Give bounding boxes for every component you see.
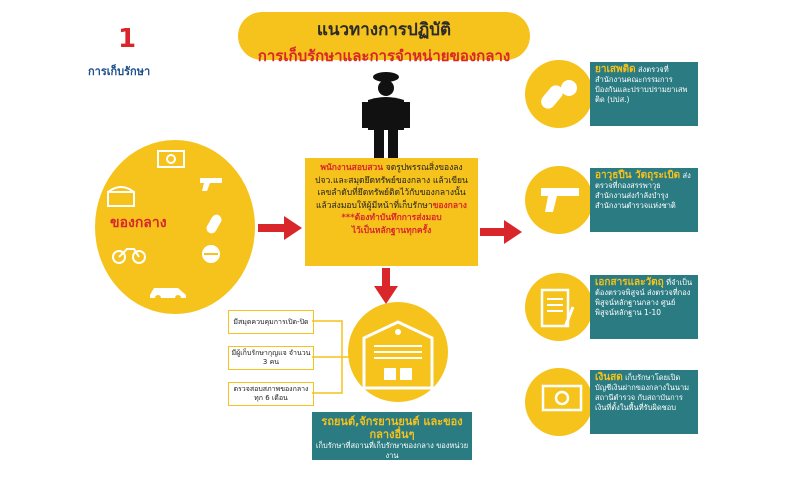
pills-icon: [539, 74, 579, 118]
center-line1-red: พนักงานสอบสวน: [320, 163, 384, 173]
gun-icon: [539, 180, 583, 220]
money-icon: [539, 382, 585, 420]
pill-round-icon: [200, 243, 222, 269]
motorcycle-icon: [112, 240, 146, 268]
right-item-head: เอกสารและวัตถุ: [595, 277, 664, 288]
connector-lines: [312, 320, 350, 394]
right-item-body: เก็บรักษาโดยเปิดบัญชีเงินฝากของกลางในนาม…: [595, 373, 690, 412]
arrow-down-icon: [374, 268, 398, 304]
inspection-box: ตรวจสอบสภาพของกลาง ทุก 6 เดือน: [228, 382, 314, 406]
center-line1: จดรูปพรรณสิ่งของลง: [383, 163, 463, 173]
center-line5: ***ต้องทำบันทึกการส่งมอบ: [341, 213, 442, 223]
right-item-box: เอกสารและวัตถุ ที่จำเป็นต้องตรวจพิสูจน์ …: [590, 275, 698, 339]
center-line3: เลขลำดับที่ยึดทรัพย์ติดไว้กับของกลางนั้น: [317, 188, 466, 198]
right-item-box: เงินสด เก็บรักษาโดยเปิดบัญชีเงินฝากของกล…: [590, 370, 698, 434]
key-keepers-box: มีผู้เก็บรักษากุญแจ จำนวน 3 คน: [228, 346, 314, 370]
right-item-body: ส่งตรวจที่สำนักงานคณะกรรมการป้องกันและปร…: [595, 65, 688, 104]
evidence-circle: [95, 140, 255, 314]
center-line6: ไว้เป็นหลักฐานทุกครั้ง: [351, 225, 432, 236]
document-icon: [539, 287, 575, 335]
right-item-head: ยาเสพติด: [595, 64, 636, 75]
right-item-head: เงินสด: [595, 372, 623, 383]
right-item-body: ที่จำเป็นต้องตรวจพิสูจน์ ส่งตรวจที่กองพิ…: [595, 278, 693, 317]
warehouse-icon: [362, 320, 434, 390]
step-number: 1: [117, 24, 137, 54]
car-icon: [148, 281, 188, 305]
key-log-box: มีสมุดควบคุมการเปิด-ปิด: [228, 310, 314, 334]
cash-icon: [156, 148, 186, 175]
gun-small-icon: [198, 172, 226, 196]
arrow-right-icon: [480, 220, 522, 244]
center-line4-red: ของกลาง: [432, 200, 467, 211]
step-label: การเก็บรักษา: [88, 65, 151, 78]
right-item-circle: [525, 166, 593, 234]
right-item-head: อาวุธปืน วัตถุระเบิด: [595, 170, 681, 181]
right-item-circle: [525, 273, 593, 341]
title-banner: แนวทางการปฏิบัติ การเก็บรักษาและการจำหน่…: [238, 12, 530, 65]
warehouse-box: รถยนต์,จักรยานยนต์ และของกลางอื่นๆ เก็บร…: [312, 412, 472, 460]
right-item-body: ส่งตรวจที่กองสรรพาวุธ สำนักงานส่งกำลังบำ…: [595, 171, 691, 210]
title-line2: การเก็บรักษาและการจำหน่ายของกลาง: [257, 47, 511, 65]
right-item-box: อาวุธปืน วัตถุระเบิด ส่งตรวจที่กองสรรพาว…: [590, 168, 698, 232]
center-line2: ปจว.และสมุดยึดทรัพย์ของกลาง แล้วเขียน: [315, 175, 468, 186]
treasure-chest-icon: [106, 184, 136, 212]
center-line4: แล้วส่งมอบให้ผู้มีหน้าที่เก็บรักษา: [316, 200, 433, 211]
right-item-box: ยาเสพติด ส่งตรวจที่สำนักงานคณะกรรมการป้อ…: [590, 62, 698, 126]
arrow-right-icon: [258, 216, 302, 240]
pill-small-icon: [205, 212, 229, 240]
title-line1: แนวทางการปฏิบัติ: [316, 20, 452, 40]
warehouse-body: เก็บรักษาที่สถานที่เก็บรักษาของกลาง ของห…: [315, 441, 469, 460]
police-officer-icon: [362, 72, 410, 158]
warehouse-head: รถยนต์,จักรยานยนต์ และของกลางอื่นๆ: [321, 415, 463, 441]
center-procedure-box: พนักงานสอบสวน จดรูปพรรณสิ่งของลง ปจว.และ…: [305, 158, 478, 266]
evidence-label: ของกลาง: [110, 215, 167, 231]
